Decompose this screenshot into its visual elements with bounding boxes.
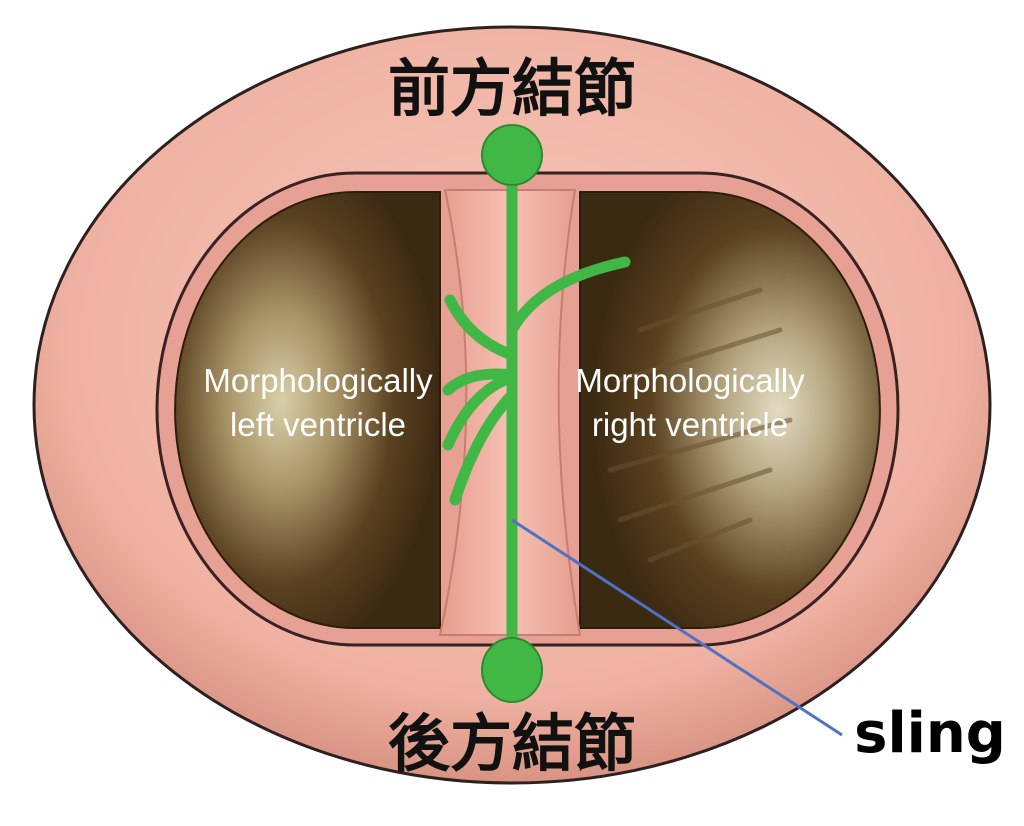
left-ventricle-label-line2: left ventricle	[230, 406, 406, 443]
right-ventricle-label-line1: Morphologically	[575, 362, 805, 399]
anterior-node-label: 前方結節	[388, 52, 636, 125]
right-ventricle-cavity	[579, 191, 881, 629]
left-bundle-branch-middle	[442, 368, 518, 396]
right-ventricle-trabeculations	[607, 287, 793, 563]
left-bundle-branch-lower	[449, 389, 518, 506]
left-ventricle-label-line1: Morphologically	[203, 362, 433, 399]
left-bundle-branch-upper	[444, 294, 518, 361]
posterior-node-label: 後方結節	[388, 707, 636, 780]
sling-label: sling	[854, 701, 1006, 766]
posterior-node-shape	[481, 637, 543, 703]
right-ventricle-label-line2: right ventricle	[592, 406, 788, 443]
left-ventricle-cavity	[174, 191, 441, 629]
left-bundle-branch-fan	[442, 374, 511, 451]
sling-pointer-line	[511, 518, 843, 737]
conduction-system	[442, 144, 631, 671]
right-bundle-branch	[506, 256, 631, 336]
anterior-node-shape	[481, 124, 543, 186]
